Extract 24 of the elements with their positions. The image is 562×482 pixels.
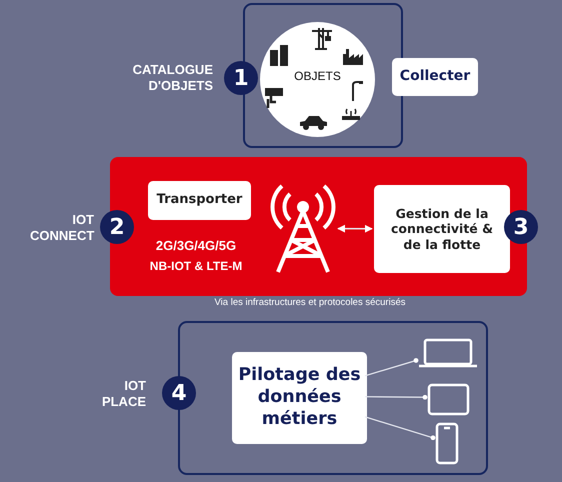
double-arrow (337, 224, 373, 233)
tablet-icon (427, 383, 470, 416)
antenna-tower-drawing (270, 182, 336, 275)
action-label-box: Collecter (392, 58, 478, 96)
connector-line (364, 358, 418, 376)
number-badge: 3 (504, 210, 538, 244)
network-types-text: 2G/3G/4G/5G (154, 238, 238, 253)
connector-line (365, 394, 428, 400)
service-box: Gestion de la connectivité & de la flotte (374, 185, 510, 273)
laptop-icon (418, 338, 478, 369)
connector-line (364, 416, 436, 440)
service-box: Pilotage des données métiers (232, 352, 367, 444)
phone-icon (435, 422, 459, 465)
number-badge: 4 (162, 376, 196, 410)
network-types-text: NB-IOT & LTE-M (148, 259, 244, 273)
action-label-box: Transporter (148, 181, 251, 220)
section-title: CATALOGUE D'OBJETS (132, 62, 213, 94)
number-badge: 1 (224, 61, 258, 95)
section-title: IOT PLACE (100, 378, 146, 410)
number-badge: 2 (100, 210, 134, 244)
section-title: IOT CONNECT (30, 212, 94, 244)
network-panel (110, 157, 527, 296)
circle-title: OBJETS (293, 69, 342, 83)
footnote-text: Via les infrastructures et protocoles sécurisés (214, 297, 406, 308)
